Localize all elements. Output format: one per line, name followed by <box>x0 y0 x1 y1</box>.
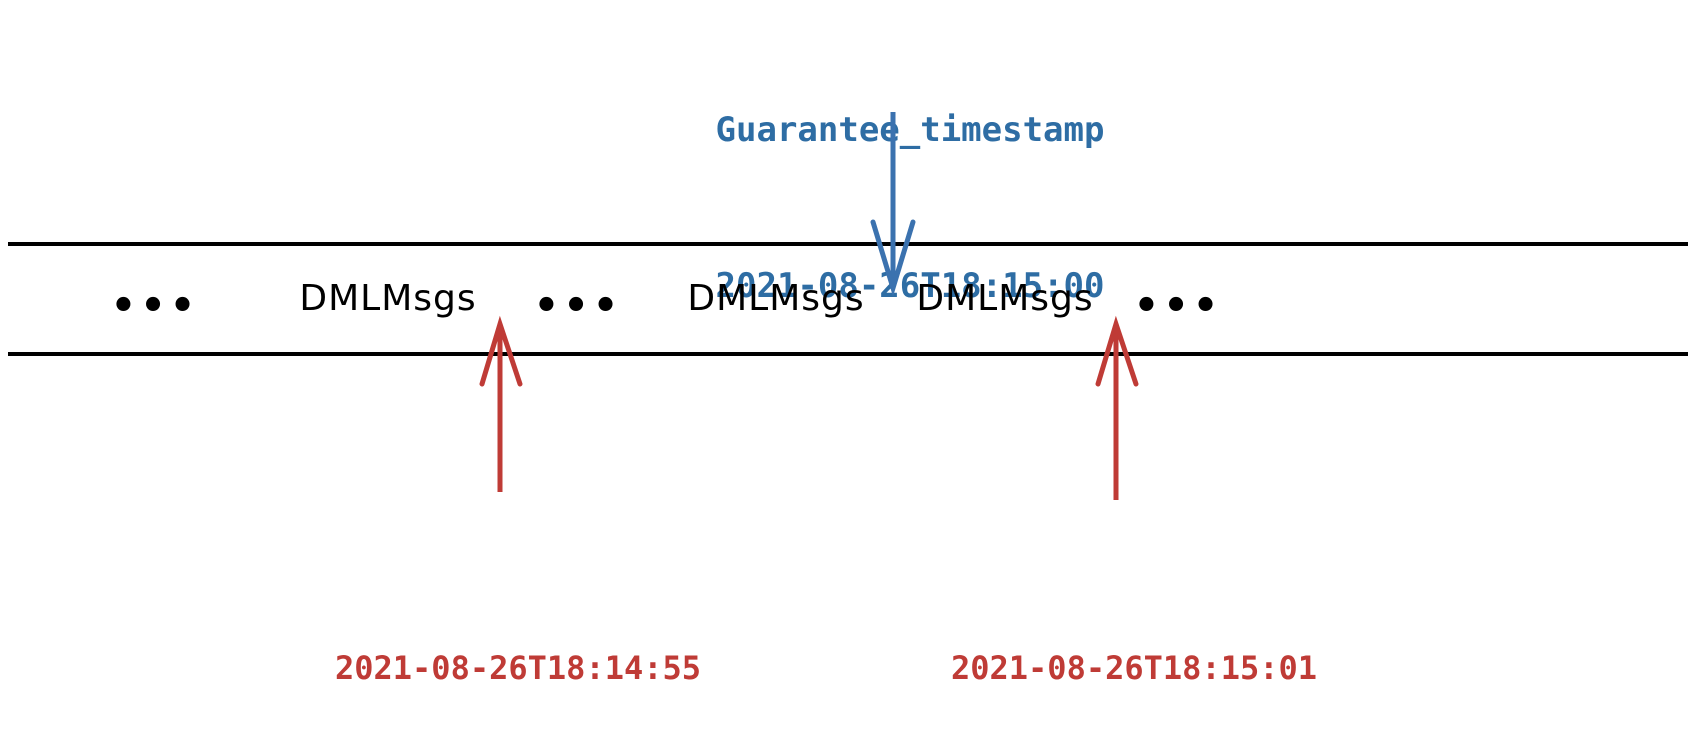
service-timestamp-annotation-2: 2021-08-26T18:14:55 Service_timestamp ② <box>335 498 701 740</box>
band-dmlmsgs-1: DMLMsgs <box>299 278 477 319</box>
band-dmlmsgs-3: DMLMsgs <box>916 278 1094 319</box>
service-timestamp-value-1: 2021-08-26T18:15:01 <box>950 649 1318 687</box>
service-arrow-up-icon-2 <box>479 315 523 492</box>
band-bottom-line <box>8 352 1688 356</box>
band-top-line <box>8 242 1688 246</box>
band-dmlmsgs-2: DMLMsgs <box>687 278 865 319</box>
guarantee-timestamp-title: Guarantee_timestamp <box>715 110 1105 150</box>
band-ellipsis-left: ••• <box>110 283 200 329</box>
service-timestamp-annotation-1: 2021-08-26T18:15:01 Service_timestamp ① <box>951 498 1317 740</box>
service-timestamp-value-2: 2021-08-26T18:14:55 <box>334 649 702 687</box>
band-ellipsis-right: ••• <box>1133 283 1223 329</box>
band-ellipsis-middle: ••• <box>533 283 623 329</box>
